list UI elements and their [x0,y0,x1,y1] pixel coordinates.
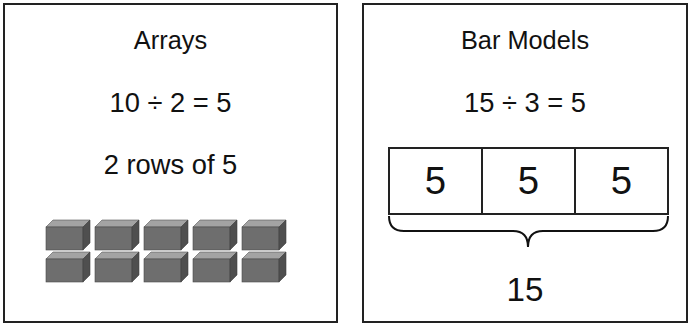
cube [95,252,139,282]
cube [242,252,286,282]
cube [242,220,286,250]
panel-text: 10 ÷ 2 = 5 [5,87,336,120]
panel-text: 15 ÷ 3 = 5 [364,87,686,120]
panel-text: 15 [364,270,686,310]
bar-cell: 5 [388,147,483,215]
cube [144,220,188,250]
cube [144,252,188,282]
panel-heading: Arrays [5,25,336,55]
panel-text: 2 rows of 5 [5,149,336,182]
cube [95,220,139,250]
panel-heading: Bar Models [364,25,686,55]
array-panel: Arrays 10 ÷ 2 = 5 2 rows of 5 [3,3,338,323]
bar-cell: 5 [481,147,576,215]
cell-value: 5 [483,158,574,204]
cell-value: 5 [576,158,667,204]
brace [389,216,668,247]
cube [46,220,90,250]
cube [193,252,237,282]
bar-cell: 5 [574,147,669,215]
cube [193,220,237,250]
bar-model-panel: Bar Models15 ÷ 3 = 515555 [362,3,688,323]
cell-value: 5 [390,158,481,204]
cube-array [46,220,286,282]
cube [46,252,90,282]
